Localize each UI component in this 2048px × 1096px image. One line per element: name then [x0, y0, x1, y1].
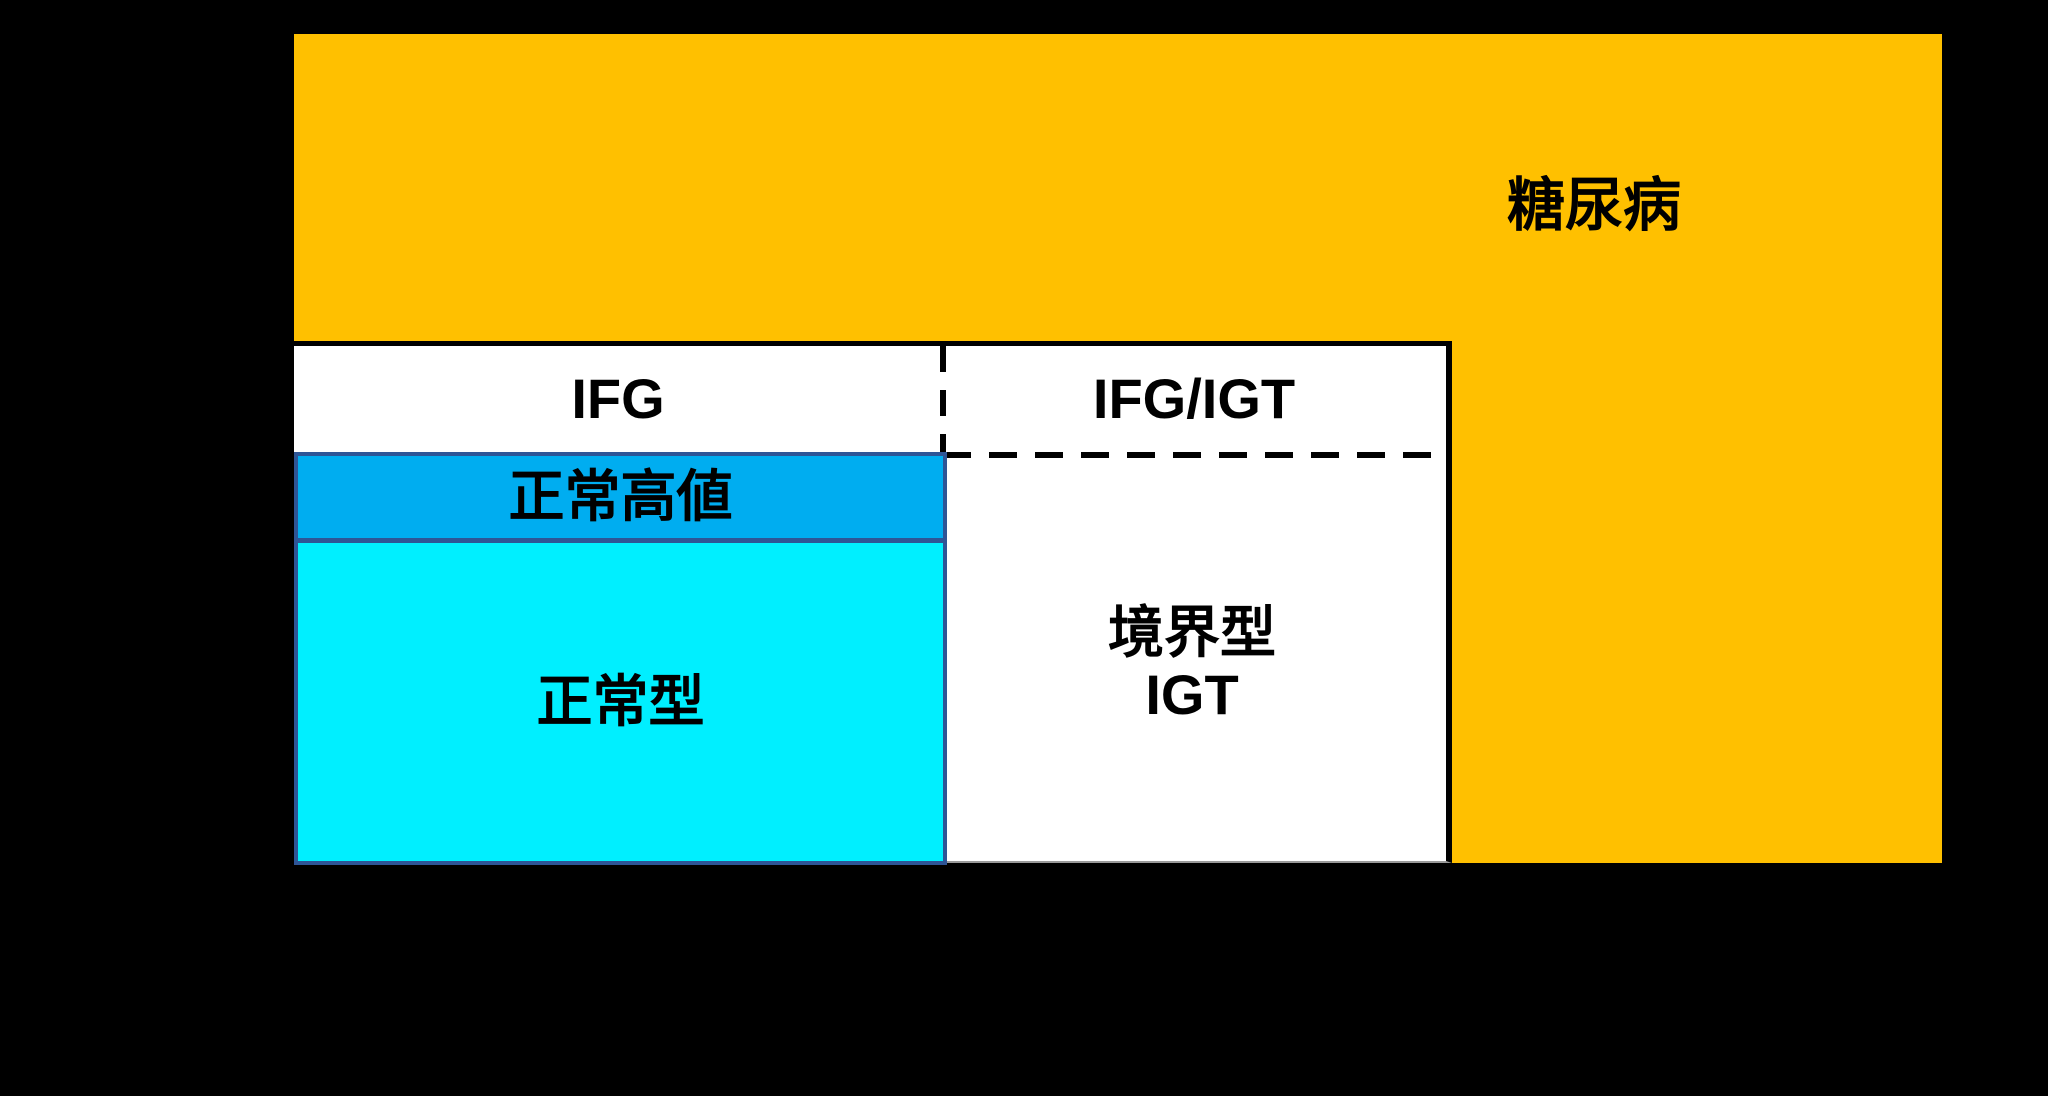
normal-high-label: 正常高値	[508, 465, 733, 529]
normal-band: 正常型	[298, 543, 943, 861]
borderline-label-line2: IGT	[1145, 663, 1239, 726]
dashed-horizontal-divider	[943, 452, 1446, 458]
ifg-igt-label: IFG/IGT	[1092, 367, 1296, 431]
diabetes-label: 糖尿病	[1506, 173, 1682, 239]
borderline-label-line1: 境界型	[1108, 601, 1276, 664]
normal-label: 正常型	[536, 670, 705, 734]
dashed-vertical-divider	[940, 346, 946, 452]
normal-blocks-container: 正常高値 正常型	[294, 452, 947, 865]
normal-high-band: 正常高値	[298, 456, 943, 543]
borderline-label: 境界型 IGT	[1108, 602, 1276, 726]
ifg-label: IFG	[571, 367, 665, 431]
